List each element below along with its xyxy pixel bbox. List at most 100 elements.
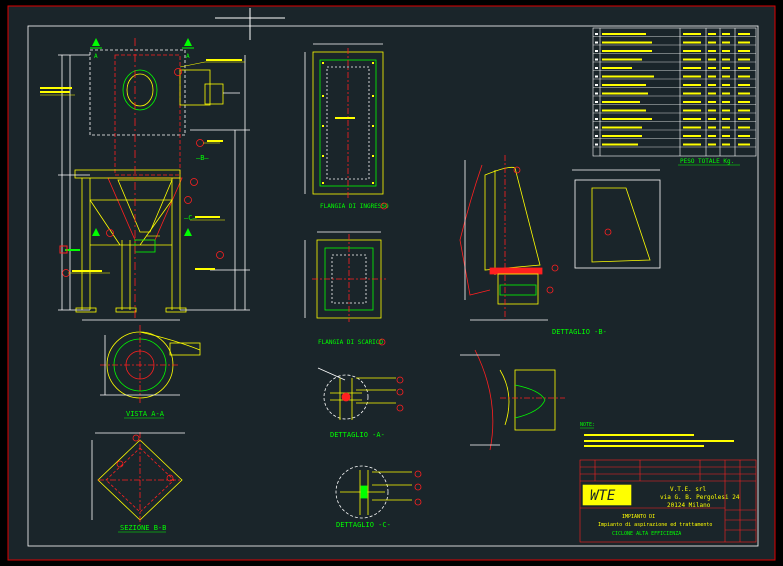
parts-table-cell xyxy=(738,58,750,61)
parts-table-cell xyxy=(738,143,750,146)
parts-table-cell xyxy=(722,75,730,78)
parts-table-cell xyxy=(738,75,750,78)
parts-table-index xyxy=(595,67,598,69)
parts-table-index xyxy=(595,109,598,112)
parts-table-cell xyxy=(602,50,652,52)
parts-table-cell xyxy=(738,84,750,86)
parts-table-cell xyxy=(602,67,632,69)
yellow-annotation-texts xyxy=(40,59,242,272)
parts-table-cell xyxy=(683,118,701,120)
parts-table-cell xyxy=(738,118,750,120)
parts-table-cell xyxy=(738,33,750,35)
parts-table-cell xyxy=(683,50,701,52)
parts-table-cell xyxy=(708,75,716,78)
parts-table-cell xyxy=(708,118,716,120)
flangia-ingresso-holes xyxy=(322,62,374,184)
parts-table-index xyxy=(595,143,598,146)
parts-table-cell xyxy=(708,101,716,103)
parts-table-cell xyxy=(708,67,716,69)
parts-table-cell xyxy=(738,135,750,137)
parts-table-cell xyxy=(708,109,716,112)
parts-table-cell xyxy=(683,58,701,61)
parts-table xyxy=(592,27,757,157)
parts-table-cell xyxy=(602,101,640,103)
parts-table-cell xyxy=(722,67,730,69)
parts-table-cell xyxy=(738,126,750,129)
parts-table-cell xyxy=(722,41,730,44)
parts-table-index xyxy=(595,58,598,61)
view-label-vista: VISTA A-A xyxy=(126,410,165,418)
parts-table-cell xyxy=(738,41,750,44)
dettaglio-c xyxy=(335,465,422,519)
section-mark-c: —C— xyxy=(184,214,197,222)
parts-table-index xyxy=(595,118,598,120)
parts-table-index xyxy=(595,126,598,129)
parts-table-cell xyxy=(722,118,730,120)
project-line-3: CICLONE ALTA EFFICIENZA xyxy=(612,531,681,537)
drawing-frame xyxy=(27,25,759,547)
parts-table-cell xyxy=(722,33,730,35)
peso-totale-label: PESO TOTALE Kg. xyxy=(680,158,734,165)
parts-table-cell xyxy=(683,109,701,112)
note-leaders xyxy=(40,61,245,274)
parts-table-cell xyxy=(722,92,730,95)
parts-table-cell xyxy=(722,109,730,112)
gusset-plate xyxy=(572,169,661,269)
parts-table-cell xyxy=(602,58,642,61)
parts-table-cell xyxy=(708,84,716,86)
dettaglio-a xyxy=(317,367,404,420)
sheet-border xyxy=(7,5,776,561)
parts-table-cell xyxy=(708,50,716,52)
parts-table-index xyxy=(595,135,598,137)
parts-table-cell xyxy=(722,143,730,146)
title-block xyxy=(579,459,757,543)
flangia-ingresso xyxy=(304,43,384,198)
section-mark-labels: —B— —C— A A xyxy=(94,53,209,222)
company-logo: WTE xyxy=(590,488,616,504)
parts-table-cell xyxy=(708,135,716,137)
parts-table-index xyxy=(595,33,598,35)
parts-table-cell xyxy=(722,135,730,137)
section-mark-b: —B— xyxy=(196,154,209,162)
parts-table-cell xyxy=(683,135,701,137)
parts-table-cell xyxy=(722,126,730,129)
parts-table-index xyxy=(595,101,598,103)
parts-table-cell xyxy=(708,33,716,35)
company-name: V.T.E. srl xyxy=(670,486,707,493)
parts-table-index xyxy=(595,84,598,86)
vista-a-a xyxy=(100,325,201,405)
parts-table-cell xyxy=(708,58,716,61)
notes: NOTE: xyxy=(580,422,734,447)
parts-table-cell xyxy=(738,67,750,69)
view-label-dettaglio-a: DETTAGLIO -A- xyxy=(330,431,385,439)
parts-table-cell xyxy=(683,143,701,146)
parts-table-cell xyxy=(722,50,730,52)
view-label-flangia-ingresso: FLANGIA DI INGRESSO xyxy=(320,203,389,210)
parts-table-cell xyxy=(738,92,750,95)
flangia-scarico xyxy=(304,231,386,322)
parts-table-cell xyxy=(602,118,652,120)
parts-table-index xyxy=(595,50,598,52)
parts-table-cell xyxy=(683,33,701,35)
parts-table-cell xyxy=(602,126,642,129)
view-label-dettaglio-b: DETTAGLIO -B- xyxy=(552,328,607,336)
parts-table-cell xyxy=(738,109,750,112)
parts-table-cell xyxy=(602,92,648,95)
dettaglio-d xyxy=(460,349,565,451)
parts-table-rows xyxy=(593,33,756,148)
notes-title: NOTE: xyxy=(580,422,595,428)
parts-table-cell xyxy=(722,84,730,86)
parts-table-cell xyxy=(738,50,750,52)
company-city: 20124 Milano xyxy=(667,502,711,509)
section-mark-a-left: A xyxy=(94,53,98,60)
parts-table-cell xyxy=(708,41,716,44)
parts-table-cell xyxy=(602,84,646,86)
view-label-sezione: SEZIONE B-B xyxy=(120,524,166,532)
section-mark-a-right: A xyxy=(186,53,190,60)
parts-table-cell xyxy=(602,33,646,35)
parts-table-cell xyxy=(602,75,654,78)
parts-table-cell xyxy=(683,75,701,78)
project-line-1: IMPIANTO DI xyxy=(622,514,655,520)
